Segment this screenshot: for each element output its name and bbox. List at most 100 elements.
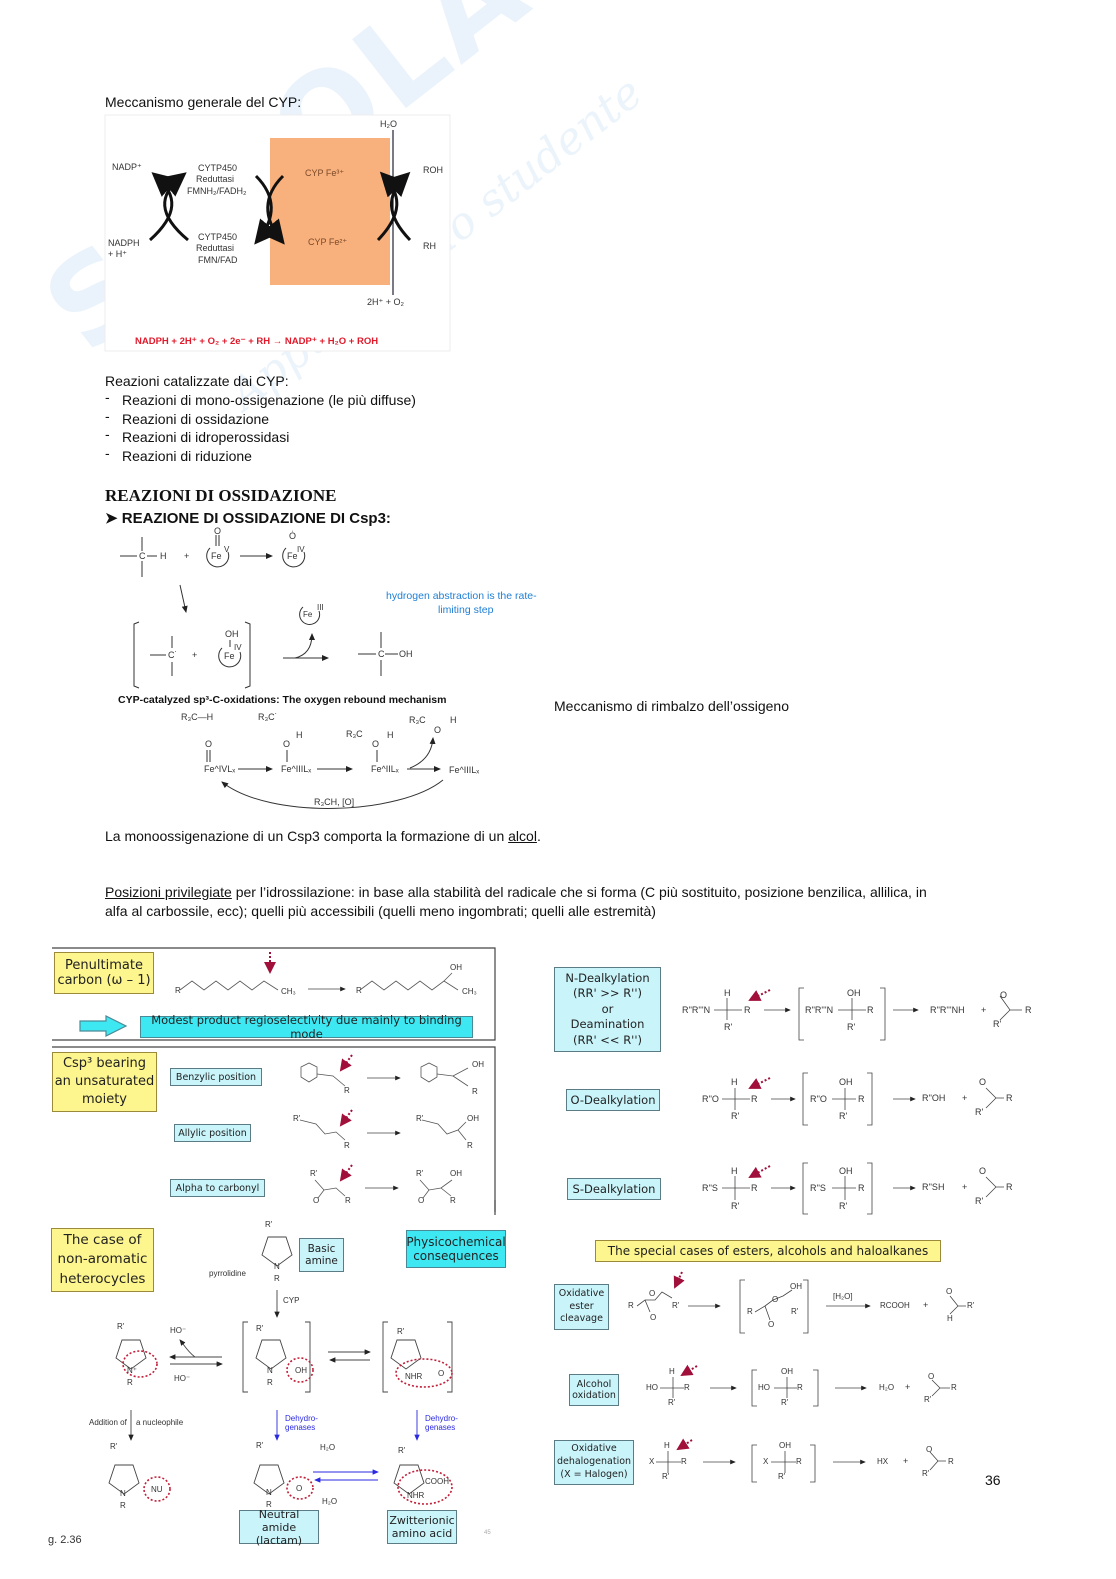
privileged-positions-text: Posizioni privilegiate per l’idrossilazi… <box>105 884 927 900</box>
label-line: amine <box>305 1255 338 1267</box>
cyp-orange-box <box>270 138 390 285</box>
label-line: Oxidative <box>571 1443 617 1455</box>
label: R' <box>416 1169 424 1178</box>
overall-equation: NADPH + 2H⁺ + O₂ + 2e⁻ + RH → NADP⁺ + H₂… <box>135 336 379 347</box>
label: HX <box>877 1457 889 1466</box>
atom-o-radical: Ȯ <box>289 531 297 541</box>
rebound-figure-title: CYP-catalyzed sp³-C-oxidations: The oxyg… <box>118 694 447 706</box>
label: R' <box>993 1019 1002 1029</box>
label: R <box>356 986 362 995</box>
slide-number: 45 <box>484 1530 491 1536</box>
label: R <box>628 1301 634 1310</box>
o-dealkylation-label: O-Dealkylation <box>566 1089 660 1111</box>
text-part: . <box>536 828 541 844</box>
label: HO <box>758 1383 770 1392</box>
label: OH <box>450 963 462 972</box>
label: + <box>962 1182 968 1192</box>
label-line: ester <box>569 1300 594 1312</box>
label: R <box>951 1383 957 1392</box>
label: R <box>858 1094 865 1104</box>
label: R <box>344 1086 350 1095</box>
label: Dehydro- <box>285 1414 318 1423</box>
label: R' <box>731 1111 740 1121</box>
label: O <box>434 725 442 735</box>
label: O <box>438 1369 445 1378</box>
label: O <box>650 1313 657 1322</box>
label-nadph: + H⁺ <box>108 249 128 259</box>
label: R <box>267 1378 273 1387</box>
label-reductase-2: FMN/FAD <box>198 255 238 265</box>
label: N⁺ <box>127 1366 137 1375</box>
plus: + <box>184 551 190 561</box>
special-cases-figure <box>636 1271 966 1483</box>
label: genases <box>425 1423 456 1432</box>
label-line: or <box>601 1001 614 1016</box>
label: Fe^IIILₓ <box>281 764 312 774</box>
cyp-cycle-figure <box>104 114 451 352</box>
label: R₃C—H <box>181 712 214 722</box>
label: R₃C <box>346 729 363 739</box>
label-reductase-2: Reduttasi <box>196 243 235 253</box>
reaction-item: Reazioni di riduzione <box>122 448 252 464</box>
label: R <box>867 1005 874 1015</box>
label: R''OH <box>922 1093 946 1103</box>
allylic-position-label: Allylic position <box>174 1124 251 1142</box>
fe: Fe <box>224 651 235 661</box>
label: R <box>467 1141 473 1150</box>
label: R <box>751 1094 758 1104</box>
label: N <box>120 1489 126 1498</box>
label: R' <box>256 1324 264 1333</box>
label: R <box>1006 1182 1013 1192</box>
atom-oh: OH <box>399 649 413 659</box>
label-line: consequences <box>413 1249 499 1263</box>
regioselectivity-note: Modest product regioselectivity due main… <box>140 1013 473 1041</box>
label-line: oxidation <box>572 1390 616 1401</box>
page-number: 36 <box>985 1472 1001 1488</box>
label: + <box>981 1005 987 1015</box>
dealkylation-figure <box>714 987 1022 1215</box>
reaction-item: Reazioni di ossidazione <box>122 411 270 427</box>
hydroxylation-panels <box>52 947 496 1215</box>
label: R' <box>668 1398 676 1407</box>
alcol-link: alcol <box>508 828 537 844</box>
carbon-radical: C˙ <box>168 650 178 660</box>
label: O <box>768 1320 775 1329</box>
section-heading: REAZIONI DI OSSIDAZIONE <box>105 486 337 505</box>
special-cases-heading: The special cases of esters, alcohols an… <box>595 1240 941 1262</box>
neutral-amide-label: Neutral amide(lactam) <box>239 1508 319 1547</box>
label-line: cleavage <box>560 1313 603 1325</box>
label: OH <box>839 1166 853 1176</box>
label: R''R'''N <box>805 1005 834 1015</box>
label: O <box>205 739 213 749</box>
label-line: Csp³ bearing <box>62 1055 147 1071</box>
label: H <box>731 1166 738 1176</box>
label: Addition of <box>89 1418 127 1427</box>
label: OH <box>839 1077 853 1087</box>
label: OH <box>781 1367 793 1376</box>
label-roh: ROH <box>423 165 443 175</box>
atom-h: H <box>160 551 167 561</box>
label: NHR <box>405 1372 423 1381</box>
label-line: Physicochemical <box>406 1235 506 1249</box>
label: N <box>274 1262 280 1271</box>
label: R <box>266 1500 272 1509</box>
label: R' <box>839 1201 848 1211</box>
label: R''O <box>702 1094 719 1104</box>
label: R <box>127 1378 133 1387</box>
label: R <box>120 1501 126 1510</box>
reaction-item: Reazioni di mono-ossigenazione (le più d… <box>122 392 416 408</box>
bullet: - <box>105 445 110 461</box>
label-line: an unsaturated <box>54 1073 155 1089</box>
label: R' <box>397 1327 405 1336</box>
label: O <box>283 739 291 749</box>
label-line: carbon (ω – 1) <box>57 973 151 988</box>
label: H <box>450 715 457 725</box>
label-line: heterocycles <box>59 1270 146 1287</box>
label: R' <box>975 1107 984 1117</box>
